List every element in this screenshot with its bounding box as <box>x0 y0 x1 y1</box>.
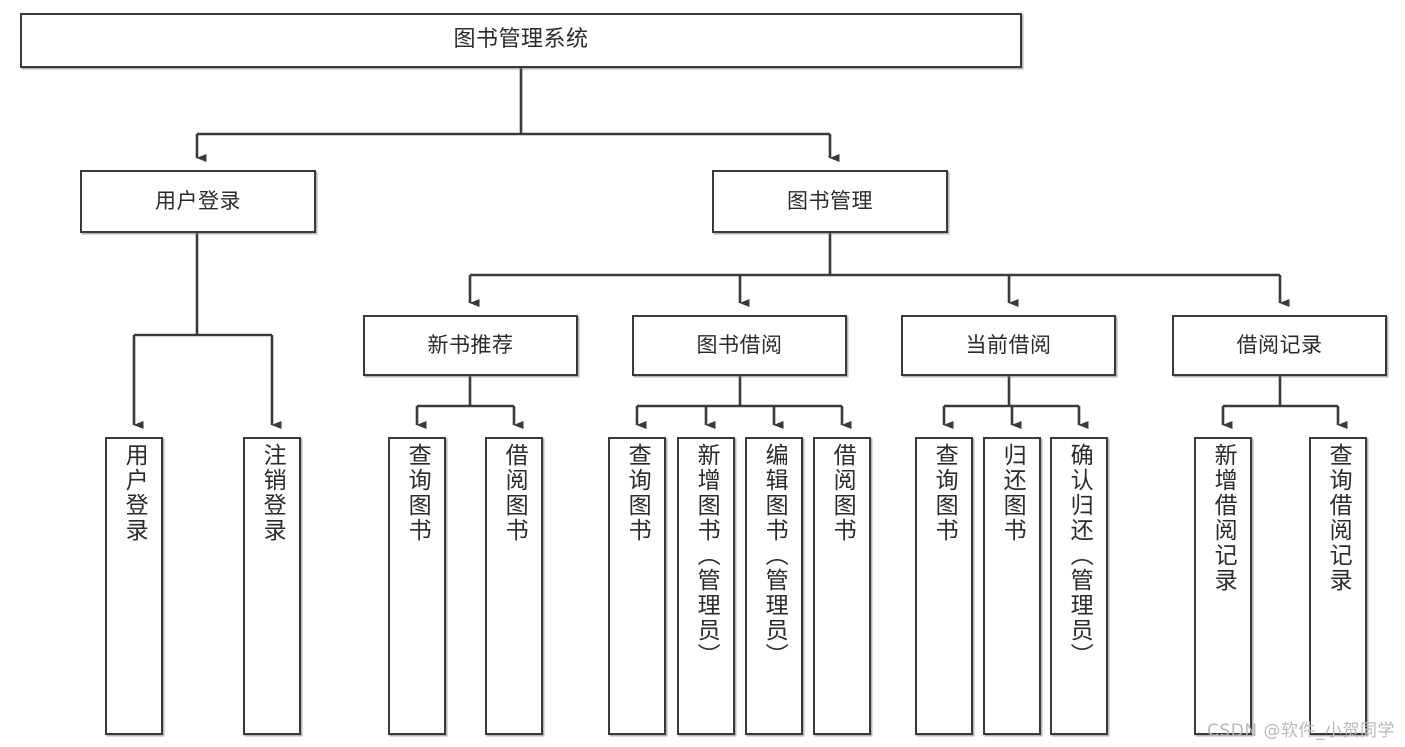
node-leaf-add-book-admin[interactable]: 新增图书（管理员） <box>677 437 735 735</box>
node-leaf-query-book-2[interactable]: 查询图书 <box>608 437 666 735</box>
node-book-borrow[interactable]: 图书借阅 <box>632 315 847 376</box>
node-leaf-query-borrow-record-label: 查询借阅记录 <box>1325 443 1352 593</box>
node-leaf-query-book-3[interactable]: 查询图书 <box>915 437 973 735</box>
node-book-manage-label: 图书管理 <box>787 188 873 213</box>
node-current-borrow-label: 当前借阅 <box>965 332 1052 357</box>
node-leaf-user-login[interactable]: 用户登录 <box>105 437 163 735</box>
node-current-borrow[interactable]: 当前借阅 <box>901 315 1116 376</box>
csdn-watermark: CSDN @软件_小贺同学 <box>1207 721 1395 741</box>
node-leaf-logout-login-label: 注销登录 <box>259 443 286 543</box>
node-leaf-borrow-book-2-label: 借阅图书 <box>829 443 856 543</box>
node-leaf-borrow-book-2[interactable]: 借阅图书 <box>813 437 871 735</box>
node-leaf-add-book-admin-label: 新增图书（管理员） <box>693 443 720 668</box>
node-new-book-recommend-label: 新书推荐 <box>427 332 514 357</box>
node-leaf-return-book-label: 归还图书 <box>999 443 1026 543</box>
node-user-login[interactable]: 用户登录 <box>80 170 316 233</box>
node-user-login-label: 用户登录 <box>155 188 241 213</box>
node-book-borrow-label: 图书借阅 <box>696 332 783 357</box>
node-borrow-record[interactable]: 借阅记录 <box>1172 315 1387 376</box>
node-leaf-query-book-1[interactable]: 查询图书 <box>388 437 446 735</box>
node-leaf-logout-login[interactable]: 注销登录 <box>243 437 301 735</box>
node-new-book-recommend[interactable]: 新书推荐 <box>363 315 578 376</box>
node-leaf-edit-book-admin-label: 编辑图书（管理员） <box>761 443 788 668</box>
node-leaf-query-borrow-record[interactable]: 查询借阅记录 <box>1309 437 1367 735</box>
node-root-label: 图书管理系统 <box>453 27 589 53</box>
node-leaf-borrow-book-1[interactable]: 借阅图书 <box>485 437 543 735</box>
node-leaf-user-login-label: 用户登录 <box>121 443 148 543</box>
node-leaf-edit-book-admin[interactable]: 编辑图书（管理员） <box>745 437 803 735</box>
node-leaf-query-book-2-label: 查询图书 <box>624 443 651 543</box>
node-leaf-add-borrow-record[interactable]: 新增借阅记录 <box>1194 437 1252 735</box>
node-leaf-confirm-return-admin-label: 确认归还（管理员） <box>1066 443 1093 668</box>
node-leaf-add-borrow-record-label: 新增借阅记录 <box>1210 443 1237 593</box>
node-book-manage[interactable]: 图书管理 <box>712 170 948 233</box>
node-leaf-query-book-3-label: 查询图书 <box>931 443 958 543</box>
node-leaf-confirm-return-admin[interactable]: 确认归还（管理员） <box>1050 437 1108 735</box>
node-root[interactable]: 图书管理系统 <box>20 13 1022 68</box>
node-leaf-return-book[interactable]: 归还图书 <box>983 437 1041 735</box>
node-leaf-query-book-1-label: 查询图书 <box>404 443 431 543</box>
node-borrow-record-label: 借阅记录 <box>1236 332 1323 357</box>
node-leaf-borrow-book-1-label: 借阅图书 <box>501 443 528 543</box>
